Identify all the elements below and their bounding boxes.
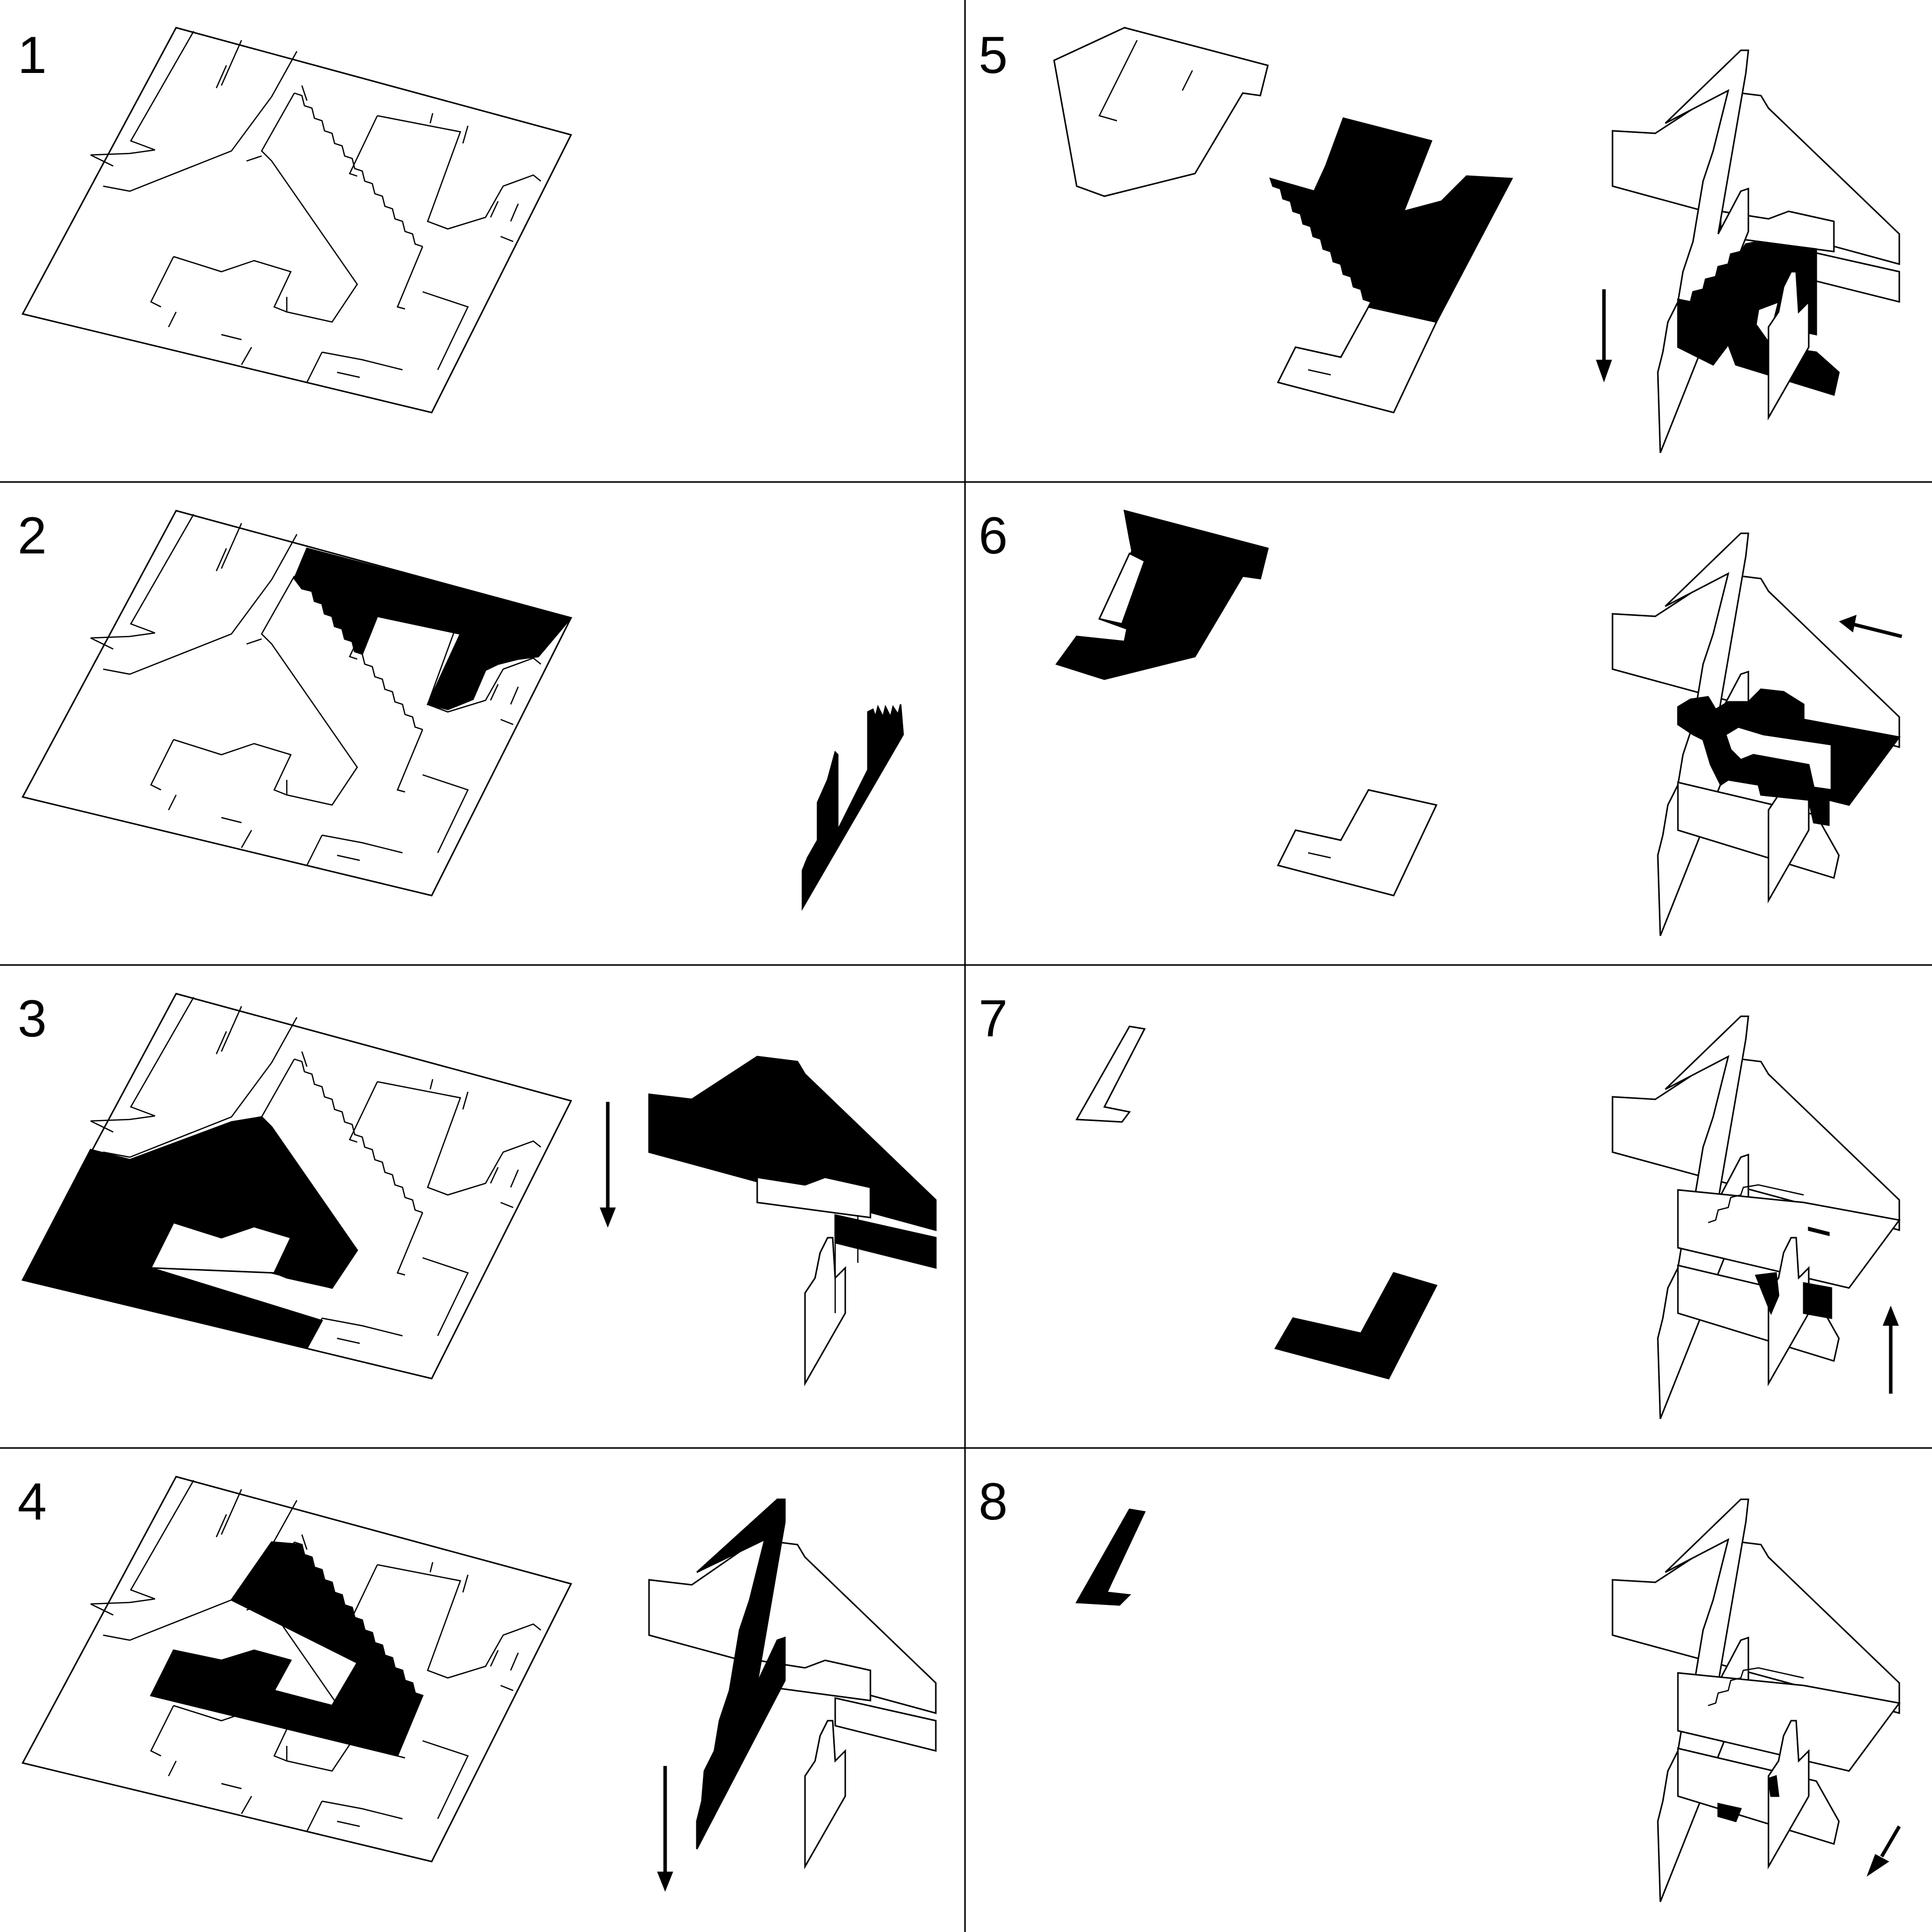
motion-arrow-left: [1839, 615, 1902, 638]
plan-fragment-outline: [1053, 27, 1269, 197]
highlighted-shard: [696, 1498, 786, 1849]
highlighted-piece-lower: [1803, 1282, 1832, 1319]
motion-arrow-up: [1883, 1306, 1899, 1394]
panel-number-5: 5: [979, 26, 1008, 85]
highlighted-wing: [1055, 509, 1269, 680]
highlighted-block: [293, 547, 573, 710]
panel-1: 1: [18, 26, 572, 414]
plan-fragment-outline: [1075, 1025, 1146, 1123]
highlighted-piece-lower: [1754, 1272, 1780, 1315]
panel-number-8: 8: [979, 1473, 1008, 1531]
plan-fragment-outline: [1276, 789, 1438, 897]
panel-number-4: 4: [18, 1473, 47, 1531]
highlighted-elevation: [801, 704, 904, 911]
panel-number-7: 7: [979, 990, 1008, 1048]
axonometric-model: [1612, 1015, 1901, 1419]
panel-number-3: 3: [18, 990, 47, 1048]
highlighted-piece: [1274, 1272, 1438, 1380]
motion-arrow-down: [657, 1766, 673, 1892]
panel-8: 8: [979, 1473, 1901, 1902]
highlighted-piece-lower: [1717, 1803, 1742, 1822]
motion-arrow-down: [600, 1102, 616, 1228]
panel-7: 7: [979, 990, 1901, 1419]
panel-2: 2: [18, 507, 904, 911]
panel-6: 6: [979, 507, 1902, 936]
panel-number-2: 2: [18, 507, 47, 565]
motion-arrow-down-left: [1867, 1825, 1901, 1877]
floor-plan-outline: [22, 510, 572, 897]
panel-3: 3: [18, 990, 937, 1387]
floor-plan-outline: [22, 1476, 572, 1863]
panel-4: 4: [18, 1473, 937, 1892]
highlighted-corridor: [149, 1541, 424, 1757]
axonometric-model: [1612, 1498, 1901, 1902]
highlighted-piece: [1075, 1508, 1146, 1606]
axonometric-model: [1612, 49, 1900, 453]
panel-number-1: 1: [18, 26, 47, 85]
panel-5: 5: [979, 26, 1900, 453]
axonometric-model: [1612, 532, 1901, 936]
motion-arrow-down: [1596, 289, 1612, 382]
floor-plan-outline: [22, 27, 572, 414]
panel-number-6: 6: [979, 507, 1008, 565]
highlighted-piece: [1269, 117, 1513, 323]
